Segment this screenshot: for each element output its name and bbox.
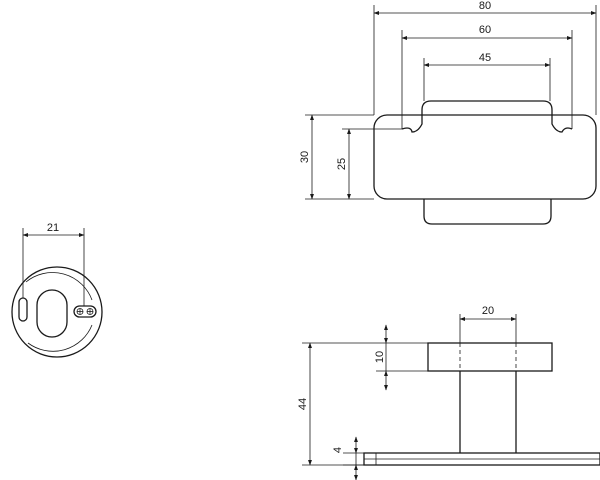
dim-label-60: 60	[479, 24, 491, 36]
dim-label-80: 80	[479, 0, 491, 12]
dim-label-4: 4	[332, 447, 344, 453]
dim-label-10: 10	[374, 351, 386, 363]
plate-circle	[11, 266, 103, 358]
side-top-block	[427, 342, 553, 372]
dim-label-21: 21	[47, 222, 59, 234]
left-slot	[18, 297, 28, 322]
front-bracket-top	[401, 100, 573, 133]
dim-label-45: 45	[479, 52, 491, 64]
dim-label-44: 44	[297, 398, 309, 410]
center-slot	[36, 289, 68, 338]
side-view: 20 44 10 4	[297, 305, 600, 480]
right-holes	[73, 305, 97, 318]
dim-label-25: 25	[336, 158, 348, 170]
front-bottom-tab	[423, 199, 552, 225]
plate-view: 21	[11, 222, 103, 358]
dim-label-20: 20	[482, 305, 494, 317]
dim-label-30: 30	[299, 151, 311, 163]
plate-inner-arc	[25, 272, 93, 301]
front-body	[373, 114, 597, 200]
front-view: 80 60 45 30 25	[299, 0, 597, 225]
